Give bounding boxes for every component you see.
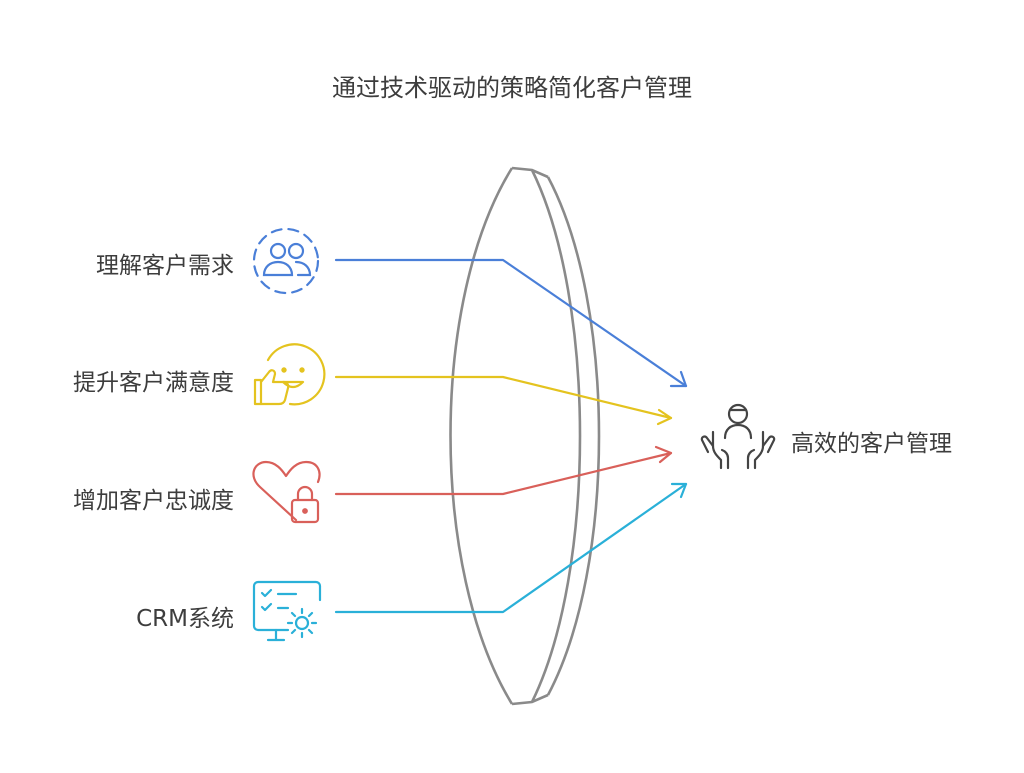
lens-bottom-edge <box>511 693 549 706</box>
output-label: 高效的客户管理 <box>791 431 952 457</box>
input-label-understand-needs: 理解客户需求 <box>96 253 234 279</box>
input-label-satisfaction: 提升客户满意度 <box>73 370 234 396</box>
arrow-satisfaction <box>334 375 673 426</box>
monitor-checklist-gear-icon <box>252 580 322 642</box>
lens-middle-edge <box>530 169 582 703</box>
input-label-crm: CRM系统 <box>136 606 234 632</box>
diagram-title: 通过技术驱动的策略简化客户管理 <box>332 74 692 102</box>
thumbs-up-smile-icon <box>253 343 326 406</box>
arrow-understand-needs <box>334 258 688 388</box>
arrow-crm <box>334 482 688 614</box>
users-icon <box>252 227 320 295</box>
heart-lock-icon <box>252 460 321 524</box>
lens-top-edge <box>511 166 549 179</box>
lens-left-edge <box>449 167 514 705</box>
input-label-loyalty: 增加客户忠诚度 <box>73 488 234 514</box>
person-hands-icon <box>700 403 776 470</box>
arrow-loyalty <box>334 445 673 496</box>
lens-right-edge <box>546 176 601 696</box>
lens-shape <box>449 166 601 706</box>
